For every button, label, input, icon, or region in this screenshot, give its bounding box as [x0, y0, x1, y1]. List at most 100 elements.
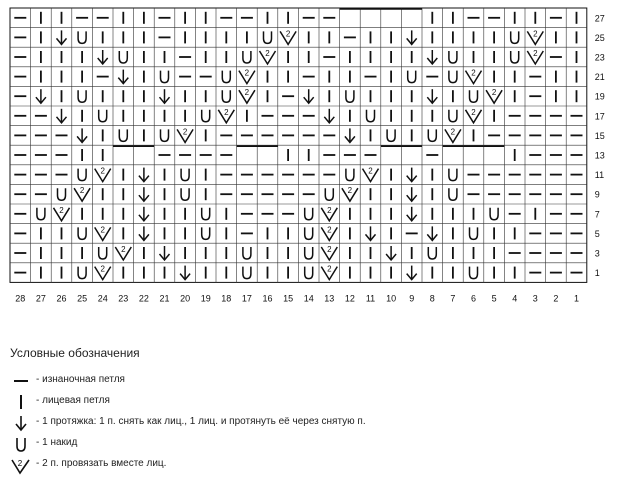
yarn-over-symbol: [509, 31, 520, 45]
k2tog-symbol: 2: [217, 108, 235, 125]
column-number-label: 26: [56, 293, 66, 303]
decrease-arrow-symbol: [35, 89, 47, 105]
column-number-label: 27: [36, 293, 46, 303]
yarn-over-symbol: [77, 227, 87, 241]
legend-text: - 1 накид: [36, 437, 78, 448]
decrease-arrow-symbol: [97, 50, 109, 66]
decrease-arrow-icon: [15, 416, 27, 432]
legend-item-knit: - лицевая петля: [6, 393, 606, 411]
yarn-over-symbol: [489, 207, 499, 221]
column-number-label: 12: [345, 293, 355, 303]
k2tog-symbol: 2: [464, 108, 483, 125]
k2tog-symbol: 2: [73, 186, 91, 203]
yarn-over-symbol: [242, 266, 252, 280]
yarn-over-symbol: [77, 31, 87, 45]
column-number-label: 5: [492, 293, 497, 303]
yarn-over-symbol: [221, 70, 232, 84]
k2tog-symbol: 2: [176, 127, 194, 144]
k2tog-symbol: 2: [485, 88, 503, 105]
column-number-label: 4: [512, 293, 517, 303]
k2tog-mark: 2: [533, 49, 538, 58]
column-number-label: 28: [15, 293, 25, 303]
k2tog-mark: 2: [18, 459, 23, 468]
yarn-over-symbol: [200, 227, 211, 241]
yarn-over-symbol: [345, 90, 355, 103]
row-number-label: 9: [595, 190, 600, 200]
yarn-over-symbol: [448, 109, 458, 123]
k2tog-mark: 2: [533, 29, 538, 38]
k2tog-mark: 2: [121, 245, 126, 254]
decrease-arrow-symbol: [55, 108, 68, 124]
yarn-over-symbol: [36, 207, 46, 221]
column-number-label: 14: [304, 293, 314, 303]
k2tog-symbol: 2: [320, 265, 338, 282]
yarn-over-symbol: [406, 70, 417, 84]
k2tog-symbol: 2: [238, 88, 256, 105]
yarn-over-symbol: [324, 188, 335, 201]
decrease-arrow-symbol: [406, 187, 418, 203]
purl-symbol-icon: [14, 380, 28, 382]
yarn-over-symbol: [242, 247, 252, 260]
row-number-label: 13: [595, 151, 605, 161]
row-number-label: 5: [595, 229, 600, 239]
column-number-label: 19: [201, 293, 211, 303]
k2tog-symbol: 2: [238, 69, 256, 86]
yarn-over-symbol: [159, 70, 170, 84]
yarn-over-symbol: [262, 31, 273, 45]
yarn-over-symbol: [77, 266, 87, 280]
yarn-over-symbol: [180, 168, 190, 182]
decrease-arrow-symbol: [138, 206, 150, 222]
column-number-label: 9: [409, 293, 414, 303]
decrease-arrow-symbol: [158, 246, 171, 262]
legend-title: Условные обозначения: [10, 346, 140, 360]
k2tog-symbol: 2: [279, 29, 297, 46]
column-number-label: 7: [450, 293, 455, 303]
row-number-label: 21: [595, 72, 605, 82]
column-number-label: 1: [574, 293, 579, 303]
k2tog-mark: 2: [327, 245, 332, 254]
k2tog-mark: 2: [471, 108, 476, 117]
decrease-arrow-symbol: [364, 226, 377, 242]
k2tog-symbol: 2: [320, 245, 338, 262]
legend-item-decrease: - 1 протяжка: 1 п. снять как лиц., 1 лиц…: [6, 414, 606, 432]
legend-text: - 1 протяжка: 1 п. снять как лиц., 1 лиц…: [36, 416, 366, 427]
yarn-over-symbol: [97, 109, 108, 123]
row-number-label: 1: [595, 268, 600, 278]
yarn-over-symbol: [118, 51, 129, 64]
column-number-label: 24: [98, 293, 108, 303]
legend-text: - лицевая петля: [36, 395, 110, 406]
yarn-over-symbol: [427, 129, 438, 143]
k2tog-mark: 2: [245, 88, 250, 97]
column-number-label: 21: [159, 293, 169, 303]
column-number-label: 17: [242, 293, 252, 303]
k2tog-mark: 2: [100, 167, 105, 176]
k2tog-mark: 2: [327, 225, 332, 234]
decrease-arrow-symbol: [303, 89, 315, 105]
row-number-label: 27: [595, 13, 605, 23]
yarn-over-symbol: [56, 188, 67, 201]
yarn-over-symbol: [180, 188, 190, 201]
yarn-over-symbol: [468, 266, 479, 280]
k2tog-mark: 2: [80, 186, 85, 195]
k2tog-mark: 2: [100, 225, 105, 234]
column-number-label: 20: [180, 293, 190, 303]
k2tog-symbol: 2: [320, 225, 338, 242]
knit-symbol-icon: [20, 395, 22, 409]
k2tog-mark: 2: [327, 206, 332, 215]
yarn-over-symbol: [448, 168, 458, 182]
yarn-over-symbol: [77, 90, 87, 103]
decrease-arrow-symbol: [323, 108, 335, 124]
k2tog-mark: 2: [368, 167, 373, 176]
k2tog-mark: 2: [265, 49, 270, 58]
k2tog-symbol: 2: [341, 186, 359, 203]
k2tog-symbol: 2: [526, 49, 544, 66]
decrease-arrow-symbol: [138, 187, 150, 203]
yarn-over-symbol: [303, 247, 314, 260]
k2tog-mark: 2: [492, 88, 497, 97]
yarn-over-symbol: [448, 51, 458, 64]
column-number-label: 13: [324, 293, 334, 303]
decrease-arrow-symbol: [344, 128, 356, 144]
k2tog-mark: 2: [286, 29, 291, 38]
yarn-over-symbol: [468, 227, 479, 241]
